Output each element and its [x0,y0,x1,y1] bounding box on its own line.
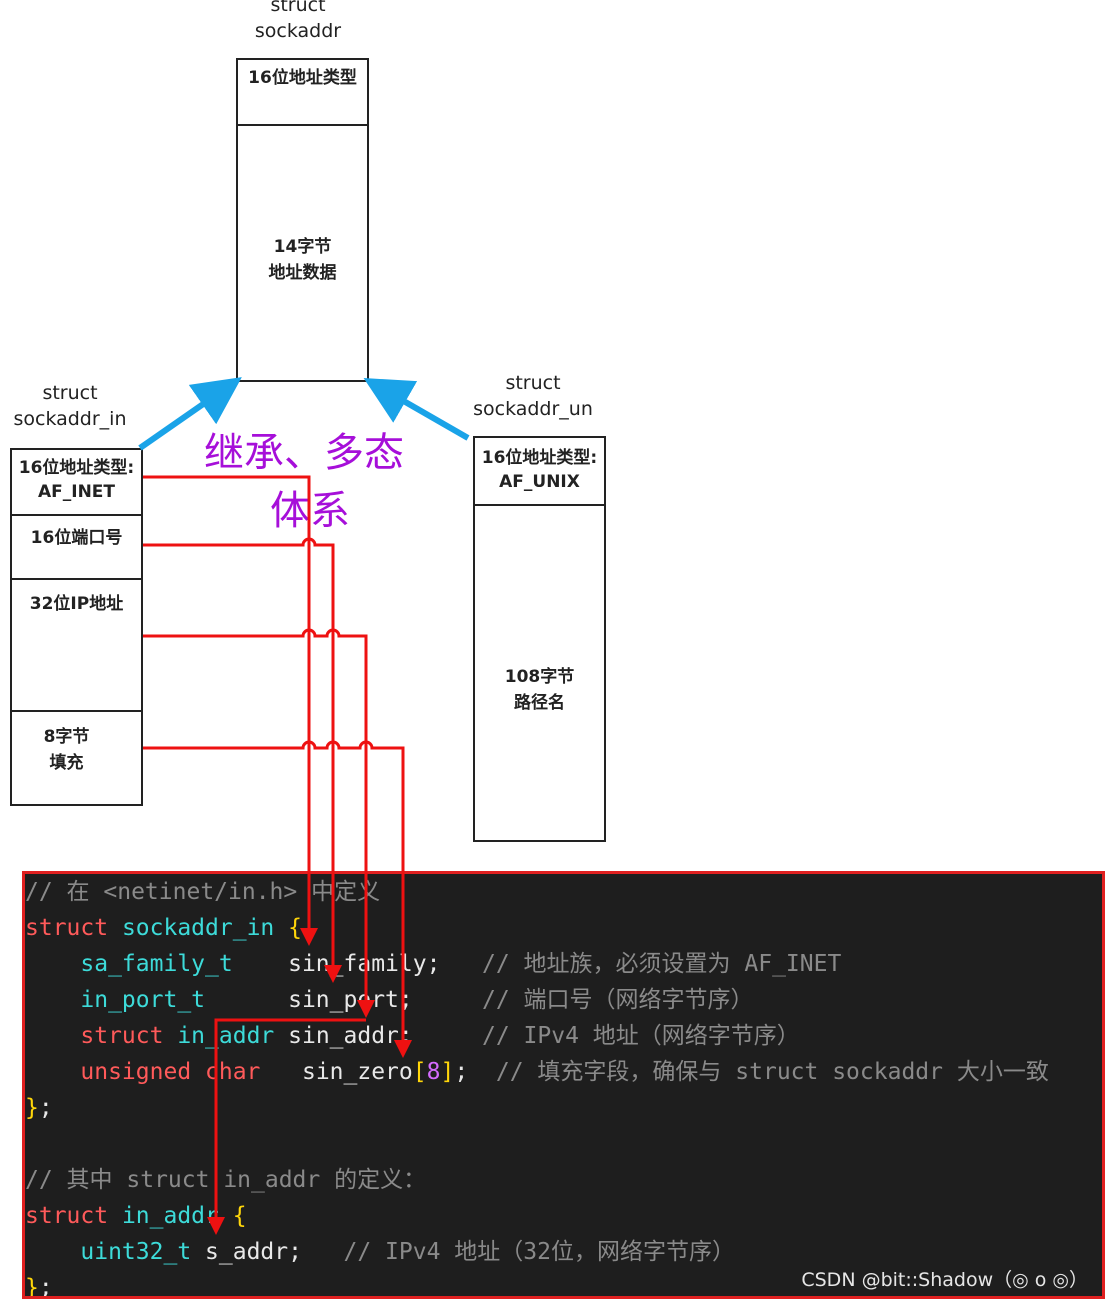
code-line-2: struct sockaddr_in { [25,915,302,941]
sockaddr-data-field: 14字节 地址数据 [268,237,337,283]
inheritance-annotation-line1: 继承、多态 [204,430,404,476]
sockaddr-in-padding-field: 8字节 填充 [43,727,90,773]
code-line-1: // 在 <netinet/in.h> 中定义 [25,879,381,905]
sockaddr-family-field: 16位地址类型 [238,60,367,126]
sockaddr-un-title: struct sockaddr_un [473,372,593,420]
inherit-arrow-right [363,378,470,441]
code-line-10: uint32_t s_addr; // IPv4 地址（32位，网络字节序） [80,1239,735,1265]
code-line-9: struct in_addr { [25,1203,247,1229]
sockaddr-in-box: 16位地址类型: AF_INET 16位端口号 32位IP地址 8字节 填充 [10,448,143,806]
sockaddr-in-ip-field: 32位IP地址 [12,580,141,712]
csdn-watermark: CSDN @bit::Shadow（◎ o ◎） [801,1269,1088,1291]
code-line-3: sa_family_t sin_family; // 地址族，必须设置为 AF_… [80,951,842,977]
sockaddr-in-port-field: 16位端口号 [12,516,141,580]
map-line-zero [143,740,412,1058]
map-line-family [143,475,318,946]
map-line-ip-to-in-addr [207,1018,366,1235]
map-line-port [143,537,342,983]
code-line-4: in_port_t sin_port; // 端口号（网络字节序） [80,987,754,1013]
sockaddr-un-path-field: 108字节 路径名 [504,667,575,713]
code-line-8: // 其中 struct in_addr 的定义： [25,1167,427,1193]
code-block: // 在 <netinet/in.h> 中定义 struct sockaddr_… [22,871,1105,1299]
sockaddr-un-family-field: 16位地址类型: AF_UNIX [475,438,604,506]
map-line-ip [143,628,375,1018]
inherit-arrow-left [138,377,242,451]
code-line-11: }; [25,1275,53,1299]
sockaddr-in-title: struct sockaddr_in [13,382,127,430]
sockaddr-title: struct sockaddr [254,0,342,42]
code-line-7: }; [25,1095,53,1121]
code-line-5: struct in_addr sin_addr; // IPv4 地址（网络字节… [80,1023,800,1049]
code-line-6: unsigned char sin_zero[8]; // 填充字段，确保与 s… [80,1059,1049,1085]
sockaddr-box: 16位地址类型 14字节 地址数据 [236,58,369,382]
sockaddr-in-family-field: 16位地址类型: AF_INET [12,450,141,516]
sockaddr-un-box: 16位地址类型: AF_UNIX 108字节 路径名 [473,436,606,842]
